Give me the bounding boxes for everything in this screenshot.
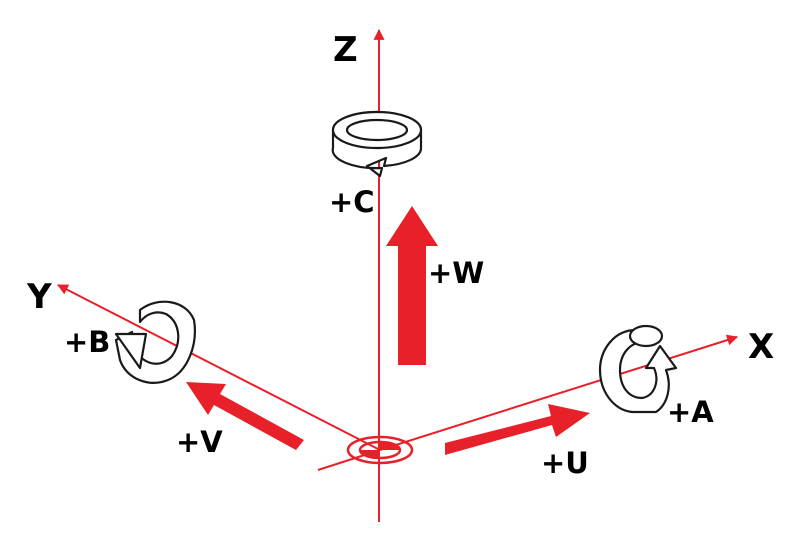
c-rotation-icon	[331, 110, 423, 178]
a-rotation-icon	[598, 324, 678, 414]
w-direction-arrow	[386, 206, 438, 365]
u-direction-label: +U	[541, 446, 589, 480]
a-rotation-label: +A	[667, 395, 714, 429]
v-direction-arrow	[186, 382, 304, 450]
x-axis-label: X	[748, 327, 774, 367]
v-direction-label: +V	[176, 425, 223, 459]
w-direction-label: +W	[428, 256, 484, 290]
y-axis-line	[57, 284, 381, 451]
x-axis-line	[379, 334, 739, 451]
u-direction-arrow	[445, 404, 590, 455]
b-rotation-icon	[114, 300, 196, 384]
b-rotation-label: +B	[64, 325, 110, 359]
y-axis-label: Y	[26, 277, 52, 317]
z-axis-label: Z	[333, 30, 358, 70]
c-rotation-label: +C	[329, 185, 375, 219]
origin-target-icon	[346, 435, 414, 465]
